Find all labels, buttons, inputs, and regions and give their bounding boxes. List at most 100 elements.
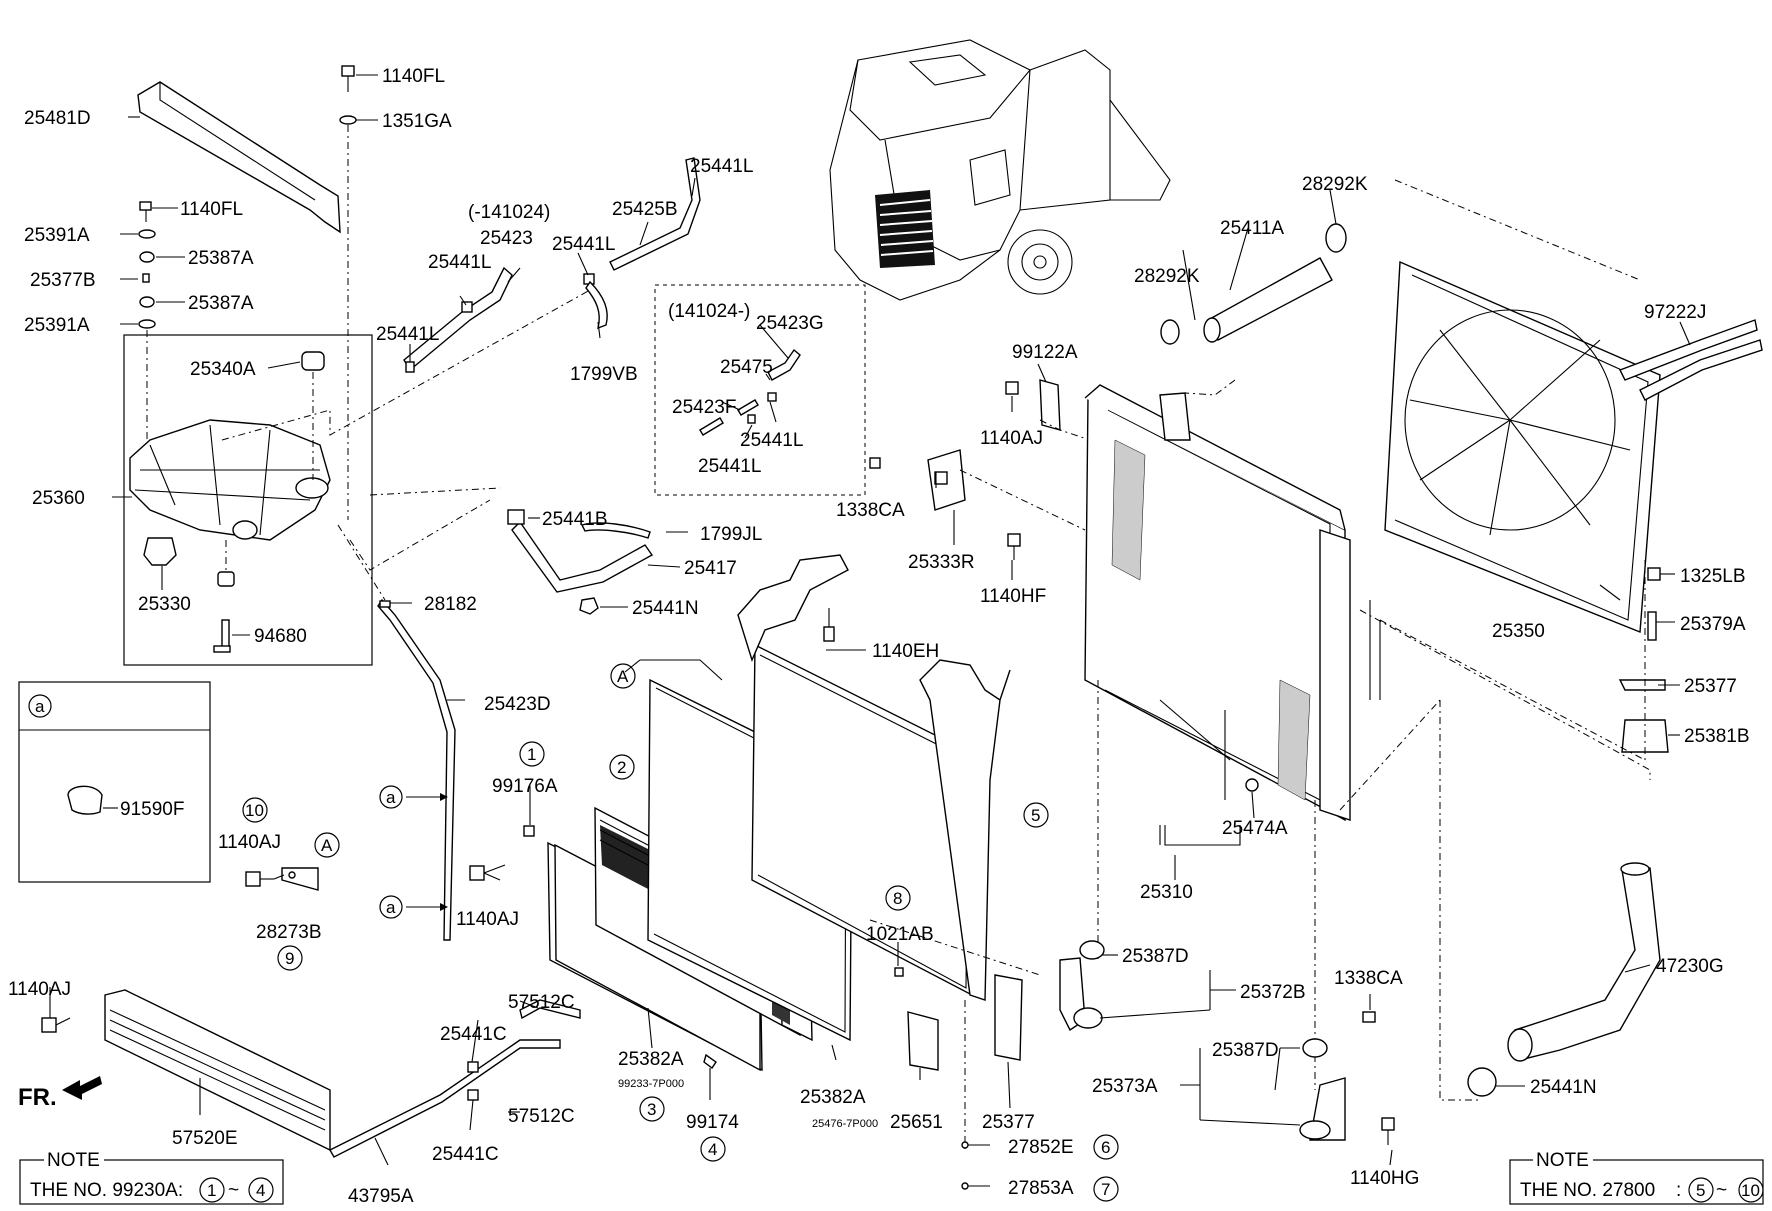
label-25310: 25310 bbox=[1140, 882, 1193, 903]
label-94680: 94680 bbox=[254, 626, 307, 647]
label-25350: 25350 bbox=[1492, 621, 1545, 642]
label-25373A: 25373A bbox=[1092, 1076, 1158, 1097]
label-25333R: 25333R bbox=[908, 552, 975, 573]
label-25481D: 25481D bbox=[24, 108, 91, 129]
label-25377-a: 25377 bbox=[982, 1112, 1035, 1133]
intercooler-frame bbox=[737, 554, 1011, 1001]
pipe-97222J bbox=[1619, 319, 1763, 401]
heat-shield-bracket bbox=[137, 81, 341, 234]
label-25387A-b: 25387A bbox=[188, 293, 254, 314]
callout-5: 5 bbox=[1031, 806, 1040, 825]
label-25441L-4: 25441L bbox=[690, 156, 753, 177]
callout-a-2: a bbox=[386, 898, 396, 917]
label-43795A: 43795A bbox=[348, 1186, 414, 1207]
label-25330: 25330 bbox=[138, 594, 191, 615]
callout-9: 9 bbox=[285, 949, 294, 968]
label-1799JL: 1799JL bbox=[700, 524, 762, 545]
label-1799VB: 1799VB bbox=[570, 364, 638, 385]
label-1140FL: 1140FL bbox=[382, 66, 445, 87]
note-right: NOTE THE NO. 27800 : 5 ~ 10 bbox=[1520, 1150, 1760, 1201]
label-25441C-b: 25441C bbox=[432, 1144, 499, 1165]
label-1140HG: 1140HG bbox=[1350, 1168, 1419, 1189]
label-25391A: 25391A bbox=[24, 225, 90, 246]
front-arrow-icon bbox=[62, 1076, 102, 1100]
radiator-core-25310 bbox=[1084, 384, 1351, 822]
note-right-from: 5 bbox=[1696, 1181, 1705, 1200]
bolt-1140AJ-cooler bbox=[41, 1017, 71, 1033]
label-25379A: 25379A bbox=[1680, 614, 1746, 635]
label-27852E: 27852E bbox=[1008, 1137, 1074, 1158]
mount-25373A bbox=[1299, 1038, 1346, 1141]
label-25377B: 25377B bbox=[30, 270, 96, 291]
label-25387D-a: 25387D bbox=[1122, 946, 1189, 967]
label-25475: 25475 bbox=[720, 357, 773, 378]
callout-1: 1 bbox=[527, 745, 536, 764]
callout-A-1: A bbox=[617, 667, 629, 686]
bolt-1140AJ-left bbox=[245, 871, 274, 887]
bolt-1140AJ-mid bbox=[469, 864, 506, 881]
label-1140AJ-b: 1140AJ bbox=[456, 909, 519, 930]
water-hose-25417 bbox=[511, 520, 654, 593]
label-1140EH: 1140EH bbox=[872, 641, 939, 662]
upper-hose-25411A bbox=[1160, 223, 1347, 345]
label-99122A: 99122A bbox=[1012, 342, 1078, 363]
label-1021AB: 1021AB bbox=[866, 924, 934, 945]
label-25382A-a: 25382A bbox=[618, 1049, 684, 1070]
variant-box bbox=[654, 284, 866, 496]
label-25476-7P000: 25476-7P000 bbox=[812, 1118, 878, 1130]
label-25381B: 25381B bbox=[1684, 726, 1750, 747]
label-25423F: 25423F bbox=[672, 397, 736, 418]
note-left: NOTE THE NO. 99230A: 1 ~ 4 bbox=[30, 1150, 265, 1201]
note-left-from: 1 bbox=[207, 1181, 216, 1200]
label-25377-b: 25377 bbox=[1684, 676, 1737, 697]
label-141024-from: (141024-) bbox=[668, 301, 750, 322]
drain-plug bbox=[143, 537, 177, 566]
callout-circles bbox=[28, 663, 1119, 1202]
label-25423D: 25423D bbox=[484, 694, 551, 715]
label-25441L-6: 25441L bbox=[698, 456, 761, 477]
note-right-text: THE NO. 27800 bbox=[1520, 1180, 1655, 1201]
bracket-28273B bbox=[281, 867, 319, 891]
overflow-hose bbox=[403, 266, 513, 372]
part-labels: 25481D 1140FL 1351GA 1140FL 25391A 25387… bbox=[8, 66, 1750, 1207]
label-1351GA: 1351GA bbox=[382, 111, 452, 132]
label-57520E: 57520E bbox=[172, 1128, 238, 1149]
label-28273B: 28273B bbox=[256, 922, 322, 943]
label-1140AJ-a: 1140AJ bbox=[218, 832, 281, 853]
bolt-1140FL bbox=[341, 65, 355, 92]
callout-4: 4 bbox=[708, 1140, 717, 1159]
label-25423G: 25423G bbox=[756, 313, 824, 334]
label-141024-note: (-141024) bbox=[468, 202, 550, 223]
label-25441L-2: 25441L bbox=[552, 234, 615, 255]
label-25441N: 25441N bbox=[632, 598, 699, 619]
label-25360: 25360 bbox=[32, 488, 85, 509]
label-25441B: 25441B bbox=[542, 509, 608, 530]
callout-a-box: a bbox=[35, 697, 45, 716]
cap-bolt-column bbox=[138, 201, 156, 460]
coolant-reservoir-tank bbox=[129, 419, 331, 541]
label-27853A: 27853A bbox=[1008, 1178, 1074, 1199]
label-25391A-b: 25391A bbox=[24, 315, 90, 336]
reservoir-box bbox=[123, 334, 373, 666]
label-1338CA: 1338CA bbox=[836, 500, 905, 521]
callout-6: 6 bbox=[1101, 1138, 1110, 1157]
label-91590F: 91590F bbox=[120, 799, 184, 820]
label-25382A-b: 25382A bbox=[800, 1087, 866, 1108]
truck-illustration bbox=[829, 39, 1171, 301]
label-25441C-a: 25441C bbox=[440, 1024, 507, 1045]
note-left-box bbox=[19, 1159, 284, 1205]
reservoir-cap bbox=[301, 351, 325, 480]
label-25441L-1: 25441L bbox=[428, 252, 491, 273]
callout-labels: a a a A A 2 1 10 9 3 4 5 8 6 7 bbox=[35, 667, 1110, 1199]
note-right-colon: : bbox=[1676, 1180, 1681, 1201]
label-99176A: 99176A bbox=[492, 776, 558, 797]
mount-bracket-25333R bbox=[927, 379, 1061, 511]
detail-a-box bbox=[18, 681, 211, 883]
label-1140AJ-d: 1140AJ bbox=[980, 428, 1043, 449]
label-25372B: 25372B bbox=[1240, 982, 1306, 1003]
label-1338CA-b: 1338CA bbox=[1334, 968, 1403, 989]
label-25441N-b: 25441N bbox=[1530, 1077, 1597, 1098]
note-right-sep: ~ bbox=[1716, 1180, 1727, 1201]
truck-grille bbox=[875, 190, 935, 268]
label-25474A: 25474A bbox=[1222, 818, 1288, 839]
